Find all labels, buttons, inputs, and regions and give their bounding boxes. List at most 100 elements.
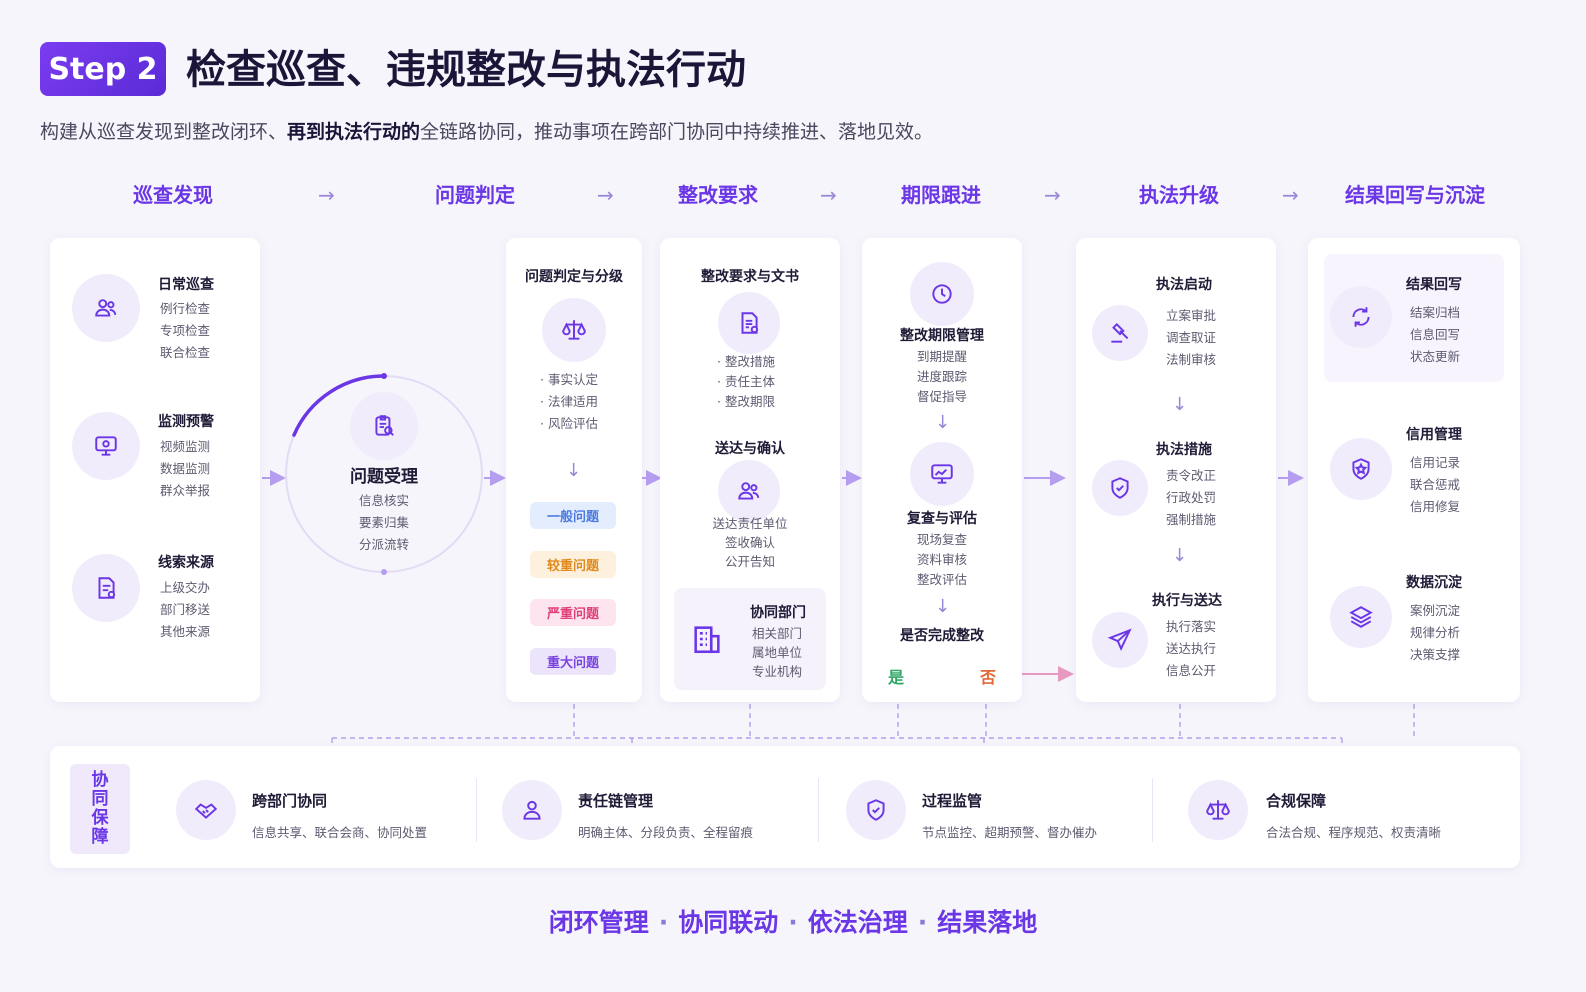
level-serious: 较重问题	[530, 551, 616, 578]
review-line: 资料审核	[916, 552, 967, 567]
phase-arrow: →	[318, 183, 335, 207]
collab-title: 协同部门	[750, 605, 806, 621]
results-item-title: 数据沉淀	[1406, 575, 1462, 591]
down-arrow: ↓	[1172, 545, 1188, 566]
results-item-lines: 结案归档 信息回写 状态更新	[1410, 302, 1460, 368]
phase-discovery: 巡查发现	[133, 183, 213, 207]
tag-char: 保	[91, 808, 109, 828]
clipboard-search-icon	[350, 392, 418, 460]
enforce-item-title: 执行与送达	[1152, 593, 1222, 609]
slogan-sep: ·	[658, 908, 669, 937]
discovery-line: 视频监测	[160, 439, 211, 454]
slogan-sep: ·	[788, 908, 798, 937]
scale-icon	[542, 298, 606, 362]
results-item-lines: 信用记录 联合惩戒 信用修复	[1410, 452, 1460, 518]
review-head: 复查与评估	[907, 511, 977, 527]
bullet-text: 法律适用	[547, 394, 598, 409]
enforce-line: 行政处罚	[1166, 490, 1217, 505]
discovery-line: 专项检查	[160, 323, 211, 338]
guarantee-title: 合规保障	[1266, 792, 1327, 810]
results-item-title: 结果回写	[1406, 277, 1462, 293]
enforce-item-lines: 执行落实 送达执行 信息公开	[1166, 616, 1216, 682]
results-line: 规律分析	[1410, 625, 1461, 640]
shield-check-icon	[846, 780, 906, 840]
slogan-item: 闭环管理	[548, 908, 649, 937]
enforce-line: 责令改正	[1166, 468, 1217, 483]
discovery-item-lines: 例行检查 专项检查 联合检查	[160, 298, 210, 364]
acceptance-line: 信息核实	[358, 493, 409, 508]
discovery-item-title: 线索来源	[158, 555, 214, 571]
dashed-links	[331, 704, 1415, 746]
delivery-head: 送达与确认	[715, 441, 785, 457]
slogan-item: 协同联动	[678, 908, 779, 937]
acceptance-line: 分派流转	[358, 537, 409, 552]
down-arrow: ↓	[566, 460, 582, 481]
page-title: 检查巡查、违规整改与执法行动	[186, 47, 746, 93]
people-icon	[718, 460, 780, 522]
document-edit-icon	[718, 292, 780, 354]
delivery-lines: 送达责任单位 签收确认 公开告知	[660, 514, 840, 571]
decision-label: 是否完成整改	[900, 628, 984, 644]
gavel-icon	[1092, 305, 1148, 361]
judgement-bullet: · 事实认定	[540, 372, 598, 387]
monitor-icon	[72, 412, 140, 480]
layers-icon	[1330, 586, 1392, 648]
decision-no: 否	[980, 668, 997, 687]
tag-char: 协	[91, 770, 109, 790]
judgement-bullet: · 风险评估	[540, 416, 598, 431]
divider	[1152, 778, 1153, 842]
enforce-line: 送达执行	[1166, 641, 1217, 656]
enforce-item-title: 执法启动	[1156, 277, 1212, 293]
chart-screen-icon	[910, 442, 974, 506]
delivery-line: 送达责任单位	[712, 516, 788, 531]
subtitle-post: 全链路协同，推动事项在跨部门协同中持续推进、落地见效。	[420, 121, 934, 143]
phase-deadline: 期限跟进	[901, 183, 981, 207]
results-line: 信息回写	[1410, 327, 1461, 342]
page-subtitle: 构建从巡查发现到整改闭环、再到执法行动的全链路协同，推动事项在跨部门协同中持续推…	[40, 117, 933, 144]
rectify-bullet: · 责任主体	[717, 374, 775, 389]
ring-dot	[381, 569, 387, 575]
enforce-item-lines: 立案审批 调查取证 法制审核	[1166, 305, 1216, 371]
enforce-item-title: 执法措施	[1156, 442, 1212, 458]
level-general: 一般问题	[530, 502, 616, 529]
handshake-icon	[176, 780, 236, 840]
person-icon	[502, 780, 562, 840]
guarantee-desc: 节点监控、超期预警、督办催办	[922, 825, 1098, 840]
phase-rectify: 整改要求	[678, 183, 758, 207]
discovery-item-lines: 上级交办 部门移送 其他来源	[160, 577, 210, 643]
phase-judgement: 问题判定	[435, 183, 515, 207]
level-major: 重大问题	[530, 648, 616, 675]
deadline-manage-lines: 到期提醒 进度跟踪 督促指导	[862, 347, 1022, 407]
review-line: 整改评估	[916, 572, 967, 587]
enforce-line: 法制审核	[1166, 352, 1217, 367]
enforce-line: 执行落实	[1166, 619, 1217, 634]
results-line: 决策支撑	[1410, 647, 1461, 662]
collab-line: 相关部门	[752, 626, 803, 641]
judgement-bullets: · 事实认定 · 法律适用 · 风险评估	[540, 369, 598, 435]
guarantee-title: 责任链管理	[578, 792, 654, 810]
results-line: 信用修复	[1410, 499, 1461, 514]
discovery-line: 其他来源	[160, 624, 211, 639]
phase-arrow: →	[1044, 183, 1061, 207]
send-icon	[1092, 612, 1148, 668]
slogan-sep: ·	[917, 908, 928, 937]
bullet-text: 整改措施	[724, 354, 775, 369]
building-icon	[690, 622, 726, 658]
down-arrow: ↓	[935, 412, 951, 433]
tag-char: 障	[91, 827, 109, 847]
scale-icon	[1188, 780, 1248, 840]
collab-lines: 相关部门 属地单位 专业机构	[752, 624, 802, 681]
guarantee-panel	[50, 746, 1520, 868]
enforce-item-lines: 责令改正 行政处罚 强制措施	[1166, 465, 1216, 531]
bullet-text: 事实认定	[547, 372, 598, 387]
results-item-title: 信用管理	[1406, 427, 1462, 443]
slogan-item: 结果落地	[937, 908, 1038, 937]
level-severe: 严重问题	[530, 599, 616, 626]
document-icon	[72, 554, 140, 622]
rectify-head: 整改要求与文书	[701, 269, 799, 285]
collab-dept-box	[674, 588, 826, 690]
guarantee-desc: 合法合规、程序规范、权责清晰	[1266, 825, 1442, 840]
review-lines: 现场复查 资料审核 整改评估	[862, 530, 1022, 590]
results-line: 案例沉淀	[1410, 603, 1461, 618]
enforce-line: 信息公开	[1166, 663, 1217, 678]
